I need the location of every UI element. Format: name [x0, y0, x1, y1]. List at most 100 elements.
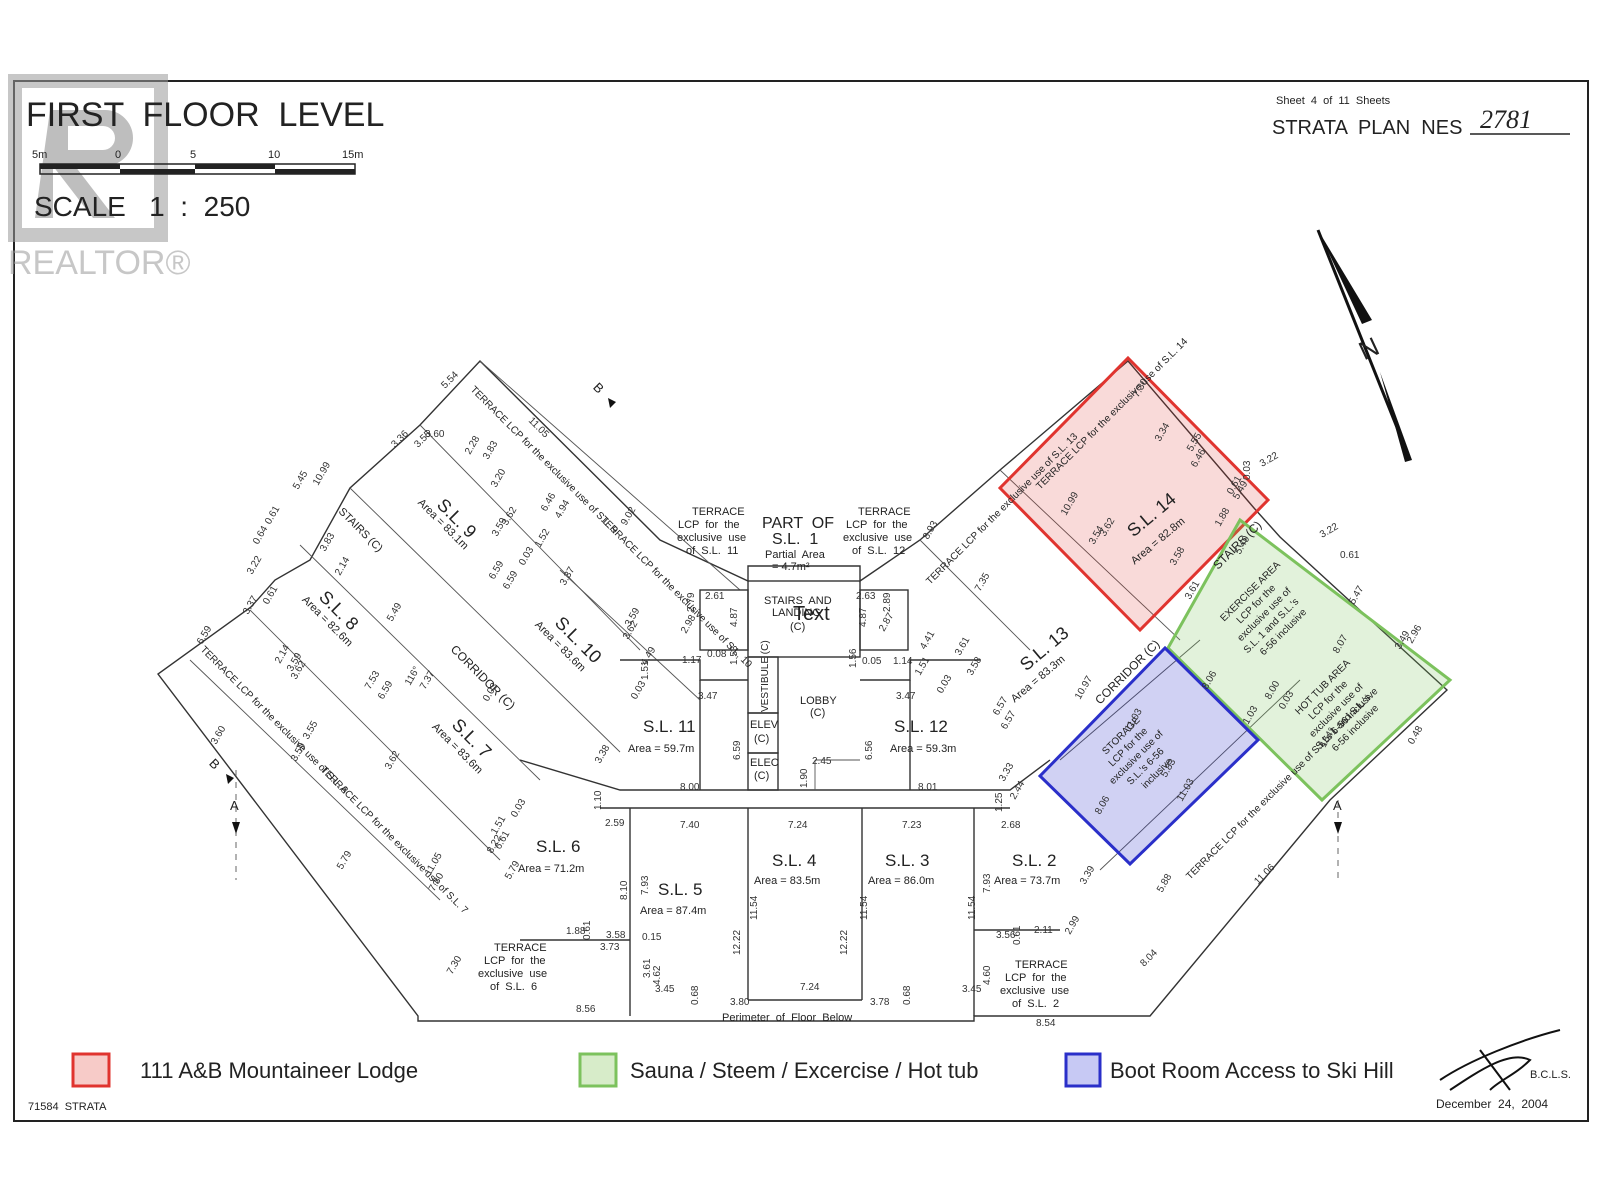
dimension-label: 1.25 [994, 792, 1005, 812]
dimension-label: 2.45 [812, 756, 832, 767]
legend-swatch-boot-room [1064, 1052, 1102, 1088]
dimension-label: 3.45 [655, 984, 675, 995]
dimension-label: 2.79 [686, 592, 697, 612]
dimension-label: 0.03 [517, 545, 536, 568]
dimension-label: 5.88 [1155, 872, 1174, 895]
legend-label: 111 A&B Mountaineer Lodge [140, 1058, 418, 1083]
dimension-label: 2.11 [1034, 925, 1053, 936]
scale-tick: 15m [342, 149, 363, 161]
dimension-label: 3.58 [606, 930, 626, 941]
perimeter-label: Perimeter of Floor Below [722, 1012, 852, 1024]
dimension-label: 5.45 [291, 469, 310, 492]
dimension-label: 12.22 [732, 930, 743, 955]
unit-area: Area = 86.0m [868, 875, 934, 887]
dimension-label: 0.68 [902, 985, 913, 1005]
dimension-label: 10.99 [311, 460, 333, 488]
dimension-label: 8.54 [1036, 1018, 1056, 1029]
unit-area: Area = 73.7m [994, 875, 1060, 887]
dimension-label: 0.61 [1012, 925, 1023, 945]
highlight-mountaineer-lodge [997, 355, 1271, 633]
dimension-label: 2.87 [877, 611, 896, 634]
dimension-label: 4.41 [918, 629, 937, 652]
legend-label: Sauna / Steem / Excercise / Hot tub [630, 1058, 979, 1083]
unit-labels: S.L. 9 Area = 83.1m S.L. 8 Area = 82.6m … [299, 489, 1187, 917]
dimension-label: 5.47 [1347, 584, 1366, 607]
strata-plan-label: STRATA PLAN NES [1272, 117, 1462, 139]
dimension-label: 3.60 [425, 429, 445, 440]
part-of-area-label: Partial Area [765, 549, 826, 561]
unit-label: S.L. 6 [536, 837, 580, 856]
section-a-label: A [230, 798, 239, 813]
dimension-label: 3.45 [962, 984, 982, 995]
dimension-label: 3.22 [245, 554, 264, 577]
scale-bar: 5m 0 5 10 15m [32, 149, 363, 175]
scale-tick: 10 [268, 149, 280, 161]
terrace-12-line: TERRACE [858, 506, 911, 518]
dimension-label: 3.33 [997, 761, 1016, 784]
dimension-label: 7.93 [982, 873, 993, 893]
unit-area: Area = 59.7m [628, 743, 694, 755]
dimension-label: 11.54 [967, 895, 978, 920]
dimension-label: 1.88 [566, 926, 586, 937]
terrace-2-line: TERRACE [1015, 959, 1068, 971]
dimension-label: 7.93 [640, 875, 651, 895]
dimension-label: 8.93 [921, 519, 940, 542]
stairs-left-label: STAIRS (C) [336, 506, 385, 555]
dimension-label: 3.73 [600, 942, 620, 953]
lobby-label: LOBBY [800, 695, 837, 707]
dimension-label: 1.51 [640, 660, 651, 680]
dimension-label: 0.68 [690, 985, 701, 1005]
scale-tick: 0 [115, 149, 121, 161]
unit-area: Area = 59.3m [890, 743, 956, 755]
dimension-label: 0.08 [707, 649, 727, 660]
scale-tick: 5 [190, 149, 196, 161]
dimension-label: 3.78 [870, 997, 890, 1008]
dimension-label: 6.59 [487, 559, 506, 582]
realtor-watermark-text: REALTOR® [8, 244, 191, 282]
unit-label: S.L. 2 [1012, 851, 1056, 870]
dimension-label: 1.14 [893, 656, 913, 667]
terrace-12-line: of S.L. 12 [852, 545, 905, 557]
dimension-label: 4.60 [982, 965, 993, 985]
terrace-11-line: exclusive use [677, 532, 746, 544]
dimension-label: 8.04 [1138, 947, 1160, 969]
dimension-label: 8.56 [576, 1004, 596, 1015]
dimension-label: 4.87 [858, 607, 869, 627]
dimension-label: 0.48 [1406, 724, 1425, 747]
unit-area: Area = 71.2m [518, 863, 584, 875]
dimension-label: 11.06 [1252, 862, 1277, 887]
unit-area: Area = 83.5m [754, 875, 820, 887]
terrace-11-line: TERRACE [692, 506, 745, 518]
dimension-label: 3.36 [389, 428, 411, 450]
terrace-12-line: exclusive use [843, 532, 912, 544]
dimension-label: 3.37 [241, 594, 260, 617]
north-arrow-icon: N [1316, 229, 1412, 462]
terrace-6-line: TERRACE [494, 942, 547, 954]
part-of-unit: S.L. 1 [772, 531, 818, 548]
dimension-label: 2.14 [333, 555, 352, 578]
dimension-label: 1.56 [848, 648, 859, 668]
dimension-label: 0.03 [935, 673, 954, 696]
dimension-label: 0.61 [1340, 550, 1360, 561]
elec-label: (C) [754, 770, 769, 782]
stairs-landing-label: (C) [790, 621, 805, 633]
dimension-label: 2.59 [605, 818, 625, 829]
dimension-label: 7.23 [902, 820, 922, 831]
dimension-label: 3.60 [209, 724, 228, 747]
dimension-label: 0.61 [582, 920, 593, 940]
dimension-label: 3.22 [1258, 450, 1281, 469]
section-b-label: B [206, 756, 223, 773]
lobby-label: (C) [810, 707, 825, 719]
dimension-label: 1.53 [729, 645, 740, 665]
terrace-2-line: of S.L. 2 [1012, 998, 1059, 1010]
legend-swatch-mountaineer [71, 1052, 111, 1088]
terrace-7-label: TERRACE LCP for the exclusive use of S.L… [318, 764, 470, 916]
dimension-label: 2.89 [882, 592, 893, 612]
terrace-2-line: exclusive use [1000, 985, 1069, 997]
unit-label: S.L. 4 [772, 851, 816, 870]
signature-icon [1439, 1029, 1561, 1091]
dimension-label: 4.94 [553, 498, 572, 521]
dimension-label: 11.54 [859, 895, 870, 920]
text-overlay: Text [793, 603, 830, 625]
